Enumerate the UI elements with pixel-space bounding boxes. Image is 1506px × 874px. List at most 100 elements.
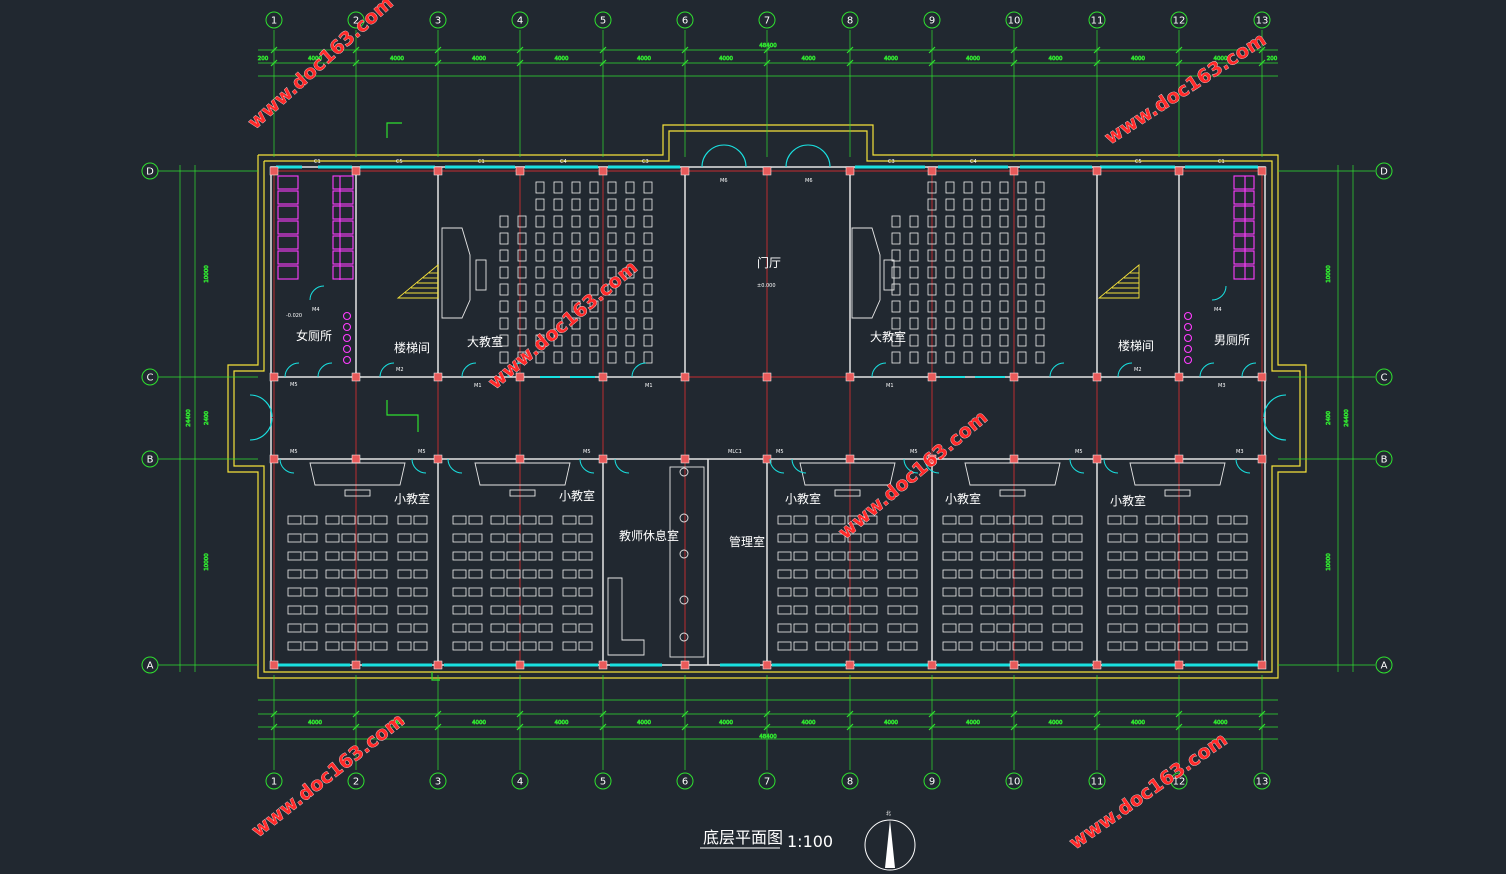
- class-desk-1-0-1: [303, 515, 318, 525]
- lecture-desk-R-1-5: [909, 266, 919, 279]
- door-swing-toilet-right: [1211, 285, 1227, 301]
- dim-bottom-bay-1: 4000: [308, 720, 322, 726]
- lecture-desk-L-8-3: [643, 232, 653, 245]
- dim-bottom-bay-12: 4000: [1214, 720, 1228, 726]
- lecture-desk-L-3-1: [553, 198, 563, 211]
- basin-left-2: [342, 333, 352, 343]
- axis-label-8-top: 8: [847, 16, 853, 27]
- class-desk-4-3-1: [958, 569, 973, 579]
- axis-bubble-13-bottom: [1253, 772, 1271, 790]
- class-desk-1-7-3: [341, 641, 356, 651]
- class-desk-5-0-6: [1217, 515, 1232, 525]
- class-desk-5-7-1: [1123, 641, 1138, 651]
- class-desk-1-2-2: [325, 551, 340, 561]
- lecture-desk-R-3-6: [945, 283, 955, 296]
- lecture-desk-L-5-7: [589, 300, 599, 313]
- stall-right-1: [1233, 190, 1255, 205]
- class-desk-5-0-1: [1123, 515, 1138, 525]
- class-desk-3-1-1: [793, 533, 808, 543]
- column-6-B: [680, 454, 690, 464]
- lecture-desk-L-3-7: [553, 300, 563, 313]
- lecture-desk-L-7-2: [625, 215, 635, 228]
- class-desk-3-0-6: [887, 515, 902, 525]
- class-desk-4-2-5: [1028, 551, 1043, 561]
- dim-bottom-bay-6: 4000: [719, 720, 733, 726]
- class-desk-2-2-7: [578, 551, 593, 561]
- lecture-desk-L-6-0: [607, 181, 617, 194]
- class-desk-2-4-0: [452, 587, 467, 597]
- door-swing-south-1: [411, 458, 427, 474]
- lecture-desk-R-5-1: [981, 198, 991, 211]
- class-desk-3-5-2: [815, 605, 830, 615]
- lecture-desk-L-1-6: [517, 283, 527, 296]
- class-desk-3-2-2: [815, 551, 830, 561]
- class-desk-2-5-2: [490, 605, 505, 615]
- door-swing-north-10: [1241, 362, 1257, 378]
- lecture-desk-L-6-6: [607, 283, 617, 296]
- class-desk-5-7-4: [1177, 641, 1192, 651]
- class-desk-5-0-4: [1177, 515, 1192, 525]
- lecture-desk-R-2-9: [927, 334, 937, 347]
- lecture-desk-L-2-10: [535, 351, 545, 364]
- lecture-desk-L-8-1: [643, 198, 653, 211]
- window-label-4: C3: [642, 159, 649, 165]
- class-desk-4-3-4: [1012, 569, 1027, 579]
- class-desk-1-5-7: [413, 605, 428, 615]
- lecture-desk-R-0-9: [891, 334, 901, 347]
- class-desk-5-6-5: [1193, 623, 1208, 633]
- column-4-B: [515, 454, 525, 464]
- class-desk-4-6-1: [958, 623, 973, 633]
- class-desk-3-1-3: [831, 533, 846, 543]
- column-11-B: [1092, 454, 1102, 464]
- class-desk-4-3-0: [942, 569, 957, 579]
- class-desk-2-7-1: [468, 641, 483, 651]
- class-desk-5-6-3: [1161, 623, 1176, 633]
- lecture-desk-L-5-6: [589, 283, 599, 296]
- class-desk-3-0-0: [777, 515, 792, 525]
- dim-total-depth-right: 24400: [1344, 409, 1350, 427]
- class-desk-3-2-6: [887, 551, 902, 561]
- class-desk-5-5-2: [1145, 605, 1160, 615]
- class-desk-5-3-3: [1161, 569, 1176, 579]
- class-desk-2-7-4: [522, 641, 537, 651]
- class-desk-4-2-4: [1012, 551, 1027, 561]
- lecture-desk-L-0-10: [499, 351, 509, 364]
- lecture-desk-L-1-9: [517, 334, 527, 347]
- class-desk-3-6-7: [903, 623, 918, 633]
- column-3-A: [433, 660, 443, 670]
- lecture-desk-L-4-3: [571, 232, 581, 245]
- column-10-D: [1009, 166, 1019, 176]
- class-desk-5-4-5: [1193, 587, 1208, 597]
- stall-left-b-6: [332, 265, 354, 280]
- room-classroom-2: 小教室: [559, 488, 595, 503]
- lecture-desk-L-7-6: [625, 283, 635, 296]
- lecture-desk-L-6-4: [607, 249, 617, 262]
- building-outline: [227, 124, 1307, 679]
- basin-right-0: [1183, 311, 1193, 321]
- class-desk-4-4-3: [996, 587, 1011, 597]
- class-desk-1-2-6: [397, 551, 412, 561]
- classroom-desks: [287, 181, 1248, 651]
- lecture-desk-R-6-10: [999, 351, 1009, 364]
- lecture-desk-R-0-2: [891, 215, 901, 228]
- axis-bubble-8-bottom: [841, 772, 859, 790]
- door-swing-south-11: [1235, 458, 1251, 474]
- lecture-desk-L-8-2: [643, 215, 653, 228]
- door-label-16: MLC1: [728, 449, 742, 455]
- class-desk-2-0-3: [506, 515, 521, 525]
- column-10-B: [1009, 454, 1019, 464]
- column-6-C: [680, 372, 690, 382]
- stall-right-6: [1233, 265, 1255, 280]
- lecture-desk-R-3-10: [945, 351, 955, 364]
- lecture-desk-L-3-6: [553, 283, 563, 296]
- class-desk-1-5-2: [325, 605, 340, 615]
- class-desk-1-2-7: [413, 551, 428, 561]
- lecture-desk-R-0-4: [891, 249, 901, 262]
- lecture-desk-R-2-2: [927, 215, 937, 228]
- class-desk-3-4-3: [831, 587, 846, 597]
- door-swing-north-4: [507, 362, 523, 378]
- class-desk-4-0-7: [1068, 515, 1083, 525]
- door-swing-north-1: [317, 362, 333, 378]
- axis-label-B-right: B: [1381, 455, 1388, 466]
